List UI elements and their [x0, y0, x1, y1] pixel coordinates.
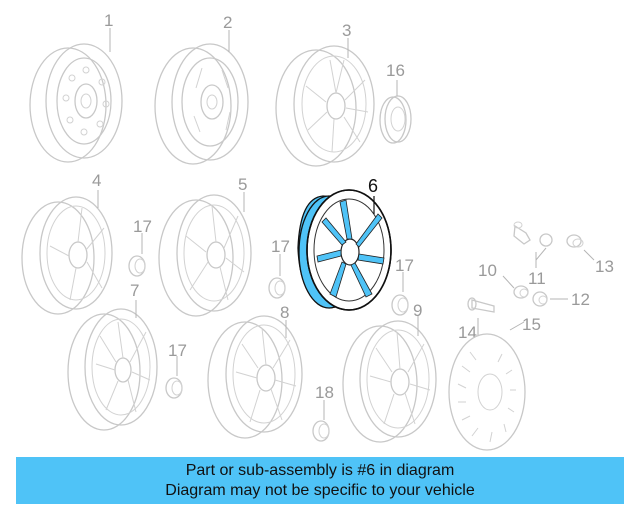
callout-13: 13	[595, 257, 614, 276]
part-17-lug-nut	[268, 277, 286, 299]
callout-4: 4	[92, 171, 101, 190]
part-11-valve-stem-sensor	[513, 221, 553, 247]
callout-17-b: 17	[271, 237, 290, 256]
callout-17-a: 17	[133, 217, 152, 236]
part-1-steel-wheel	[29, 43, 123, 163]
part-10-valve-nut	[513, 285, 529, 299]
callout-9: 9	[413, 301, 422, 320]
part-17-lug-nut	[128, 255, 146, 277]
callout-16: 16	[386, 61, 405, 80]
banner-line-1: Part or sub-assembly is #6 in diagram	[185, 462, 455, 479]
callout-15: 15	[522, 315, 541, 334]
callout-18: 18	[315, 383, 334, 402]
part-16-center-cap	[379, 95, 412, 144]
part-12-valve-cap	[532, 291, 548, 307]
callout-5: 5	[238, 175, 247, 194]
part-17-lug-nut	[165, 377, 183, 399]
banner-line-2: Diagram may not be specific to your vehi…	[165, 482, 475, 499]
callout-3: 3	[342, 21, 351, 40]
callout-14: 14	[458, 323, 477, 342]
part-18-lug-nut	[312, 420, 330, 442]
wheel-parts-diagram: 1 2 3 16 4 17	[21, 11, 614, 451]
info-banner: Part or sub-assembly is #6 in diagram Di…	[16, 457, 624, 504]
part-13-valve-cap	[566, 234, 584, 248]
callout-1: 1	[104, 11, 113, 30]
callout-2: 2	[223, 13, 232, 32]
callout-10: 10	[478, 261, 497, 280]
callout-17-d: 17	[168, 341, 187, 360]
part-14-valve-stem	[467, 297, 495, 313]
part-3-alloy-wheel	[275, 45, 375, 167]
part-4-alloy-wheel	[21, 196, 113, 315]
part-17-lug-nut	[391, 294, 409, 316]
callout-17-c: 17	[395, 256, 414, 275]
part-2-steel-wheel	[154, 43, 249, 165]
callout-8: 8	[280, 303, 289, 322]
part-7-alloy-wheel	[67, 308, 158, 431]
callout-7: 7	[130, 281, 139, 300]
part-9-alloy-wheel	[342, 320, 437, 443]
part-6-highlighted-wheel[interactable]	[297, 189, 392, 311]
part-5-alloy-wheel	[158, 194, 252, 317]
part-8-alloy-wheel	[207, 315, 303, 439]
part-15-wheel-cover	[448, 333, 526, 451]
callout-12: 12	[571, 290, 590, 309]
callout-6: 6	[368, 176, 378, 196]
callout-11: 11	[528, 269, 546, 288]
